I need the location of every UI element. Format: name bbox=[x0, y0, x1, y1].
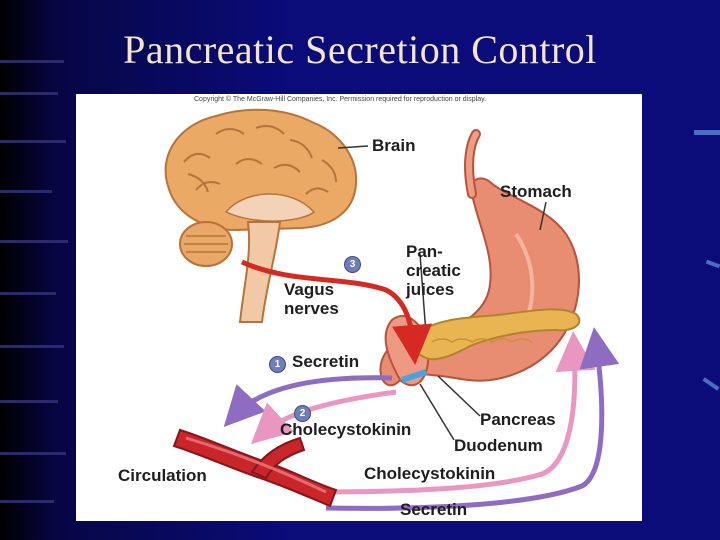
label-secretin-bottom: Secretin bbox=[400, 500, 467, 519]
step-badge-3: 3 bbox=[344, 256, 361, 273]
left-stripes-decoration bbox=[0, 0, 70, 540]
label-cholecystokinin-bottom: Cholecystokinin bbox=[364, 464, 495, 483]
label-duodenum: Duodenum bbox=[454, 436, 543, 455]
label-secretin-1: Secretin bbox=[292, 352, 359, 371]
slide-title: Pancreatic Secretion Control bbox=[0, 26, 720, 73]
anatomy-figure: Copyright © The McGraw-Hill Companies, I… bbox=[76, 94, 642, 521]
label-pancreatic-juices: Pan- creatic juices bbox=[406, 242, 461, 299]
label-brain: Brain bbox=[372, 136, 415, 155]
anatomy-illustration bbox=[76, 94, 642, 521]
label-circulation: Circulation bbox=[118, 466, 207, 485]
label-pancreas: Pancreas bbox=[480, 410, 556, 429]
label-vagus-nerves: Vagus nerves bbox=[284, 280, 339, 318]
label-cholecystokinin-2: Cholecystokinin bbox=[280, 420, 411, 439]
label-stomach: Stomach bbox=[500, 182, 572, 201]
step-badge-1: 1 bbox=[269, 356, 286, 373]
